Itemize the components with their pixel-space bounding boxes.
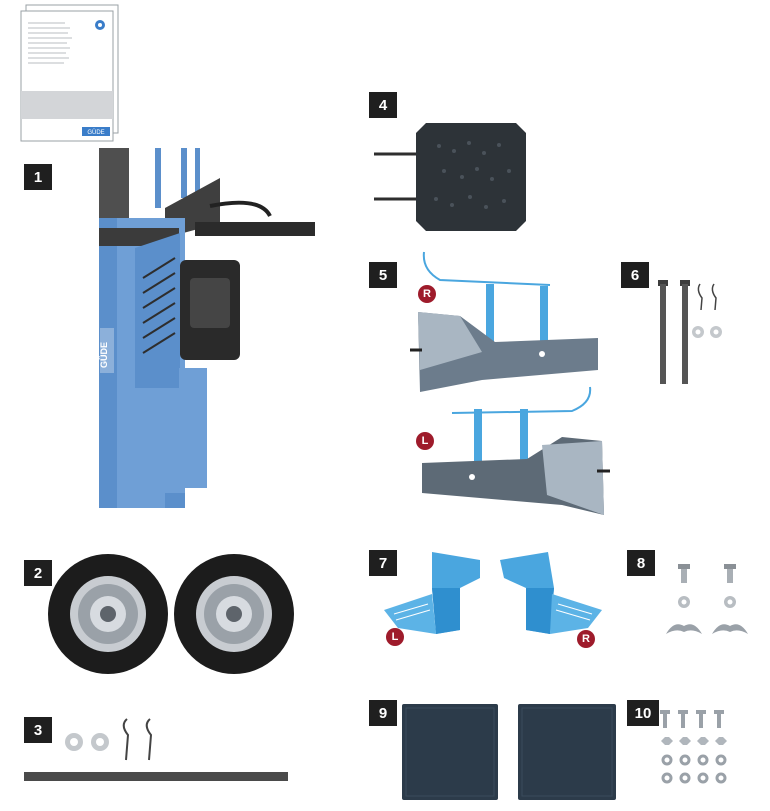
part-number-badge: 1 bbox=[24, 164, 52, 190]
side-marker-right: R bbox=[577, 630, 595, 648]
bracket-right-image bbox=[496, 548, 606, 640]
part-number-badge: 10 bbox=[627, 700, 659, 726]
bolt-kit-image bbox=[655, 708, 735, 788]
bracket-left-image bbox=[380, 548, 490, 640]
part-number-badge: 8 bbox=[627, 550, 655, 576]
manual-booklet: GÜDE bbox=[20, 3, 120, 143]
part-number-badge: 2 bbox=[24, 560, 52, 586]
wheel-right bbox=[174, 554, 294, 674]
part-number-badge: 4 bbox=[369, 92, 397, 118]
part-number-badge: 5 bbox=[369, 262, 397, 288]
wheels-image bbox=[48, 550, 298, 678]
manual-brand-text: GÜDE bbox=[87, 129, 104, 136]
side-support-left-image bbox=[412, 385, 612, 520]
side-marker-left: L bbox=[416, 432, 434, 450]
wing-screws-image bbox=[662, 562, 762, 642]
part-number-badge: 6 bbox=[621, 262, 649, 288]
side-marker-right: R bbox=[418, 285, 436, 303]
wheel-left bbox=[48, 554, 168, 674]
mats-image bbox=[400, 702, 622, 802]
part-number-badge: 7 bbox=[369, 550, 397, 576]
machine-brand-text: GÜDE bbox=[99, 342, 109, 368]
log-splitter-image: GÜDE bbox=[95, 148, 320, 510]
axle-set-image bbox=[24, 715, 290, 785]
base-plate-image bbox=[374, 121, 532, 233]
part-number-badge: 9 bbox=[369, 700, 397, 726]
side-marker-left: L bbox=[386, 628, 404, 646]
part-number-badge: 3 bbox=[24, 717, 52, 743]
side-support-right-image bbox=[410, 250, 610, 395]
pins-set-image bbox=[652, 278, 732, 388]
